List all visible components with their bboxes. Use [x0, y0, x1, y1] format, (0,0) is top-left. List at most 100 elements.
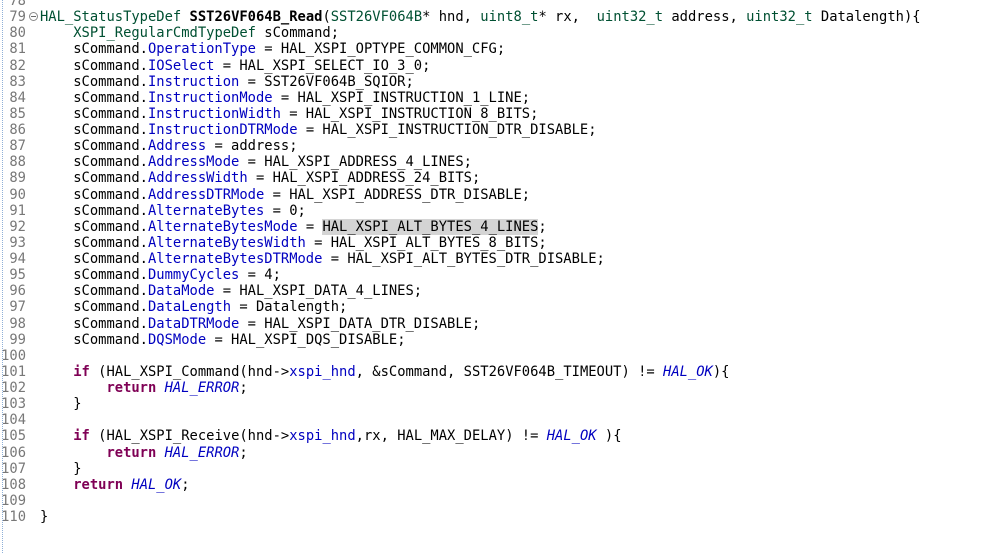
code-content: sCommand.AddressMode = HAL_XSPI_ADDRESS_…: [40, 154, 472, 170]
code-text: = HAL_XSPI_DATA_DTR_DISABLE;: [239, 315, 481, 332]
code-line[interactable]: 85 sCommand.InstructionWidth = HAL_XSPI_…: [0, 106, 999, 122]
code-text: = Datalength;: [231, 299, 348, 316]
code-line[interactable]: 106 return HAL_ERROR;: [0, 445, 999, 461]
code-text: [40, 380, 106, 396]
code-text: = SST26VF064B_SQIOR;: [239, 73, 414, 90]
field-token: InstructionDTRMode: [147, 122, 298, 138]
field-token: AlternateBytesWidth: [147, 234, 306, 251]
code-content: sCommand.IOSelect = HAL_XSPI_SELECT_IO_3…: [40, 58, 430, 74]
code-line[interactable]: 80 XSPI_RegularCmdTypeDef sCommand;: [0, 25, 999, 41]
code-line[interactable]: 86 sCommand.InstructionDTRMode = HAL_XSP…: [0, 122, 999, 138]
line-number: 101: [1, 363, 26, 380]
code-text: sCommand.: [40, 299, 148, 316]
code-line[interactable]: 98 sCommand.DataDTRMode = HAL_XSPI_DATA_…: [0, 316, 999, 332]
line-number: 110: [1, 509, 26, 525]
code-line[interactable]: 83 sCommand.Instruction = SST26VF064B_SQ…: [0, 74, 999, 90]
code-text: sCommand.: [40, 154, 148, 171]
constant-token: HAL_ERROR: [164, 444, 240, 461]
code-text: (HAL_XSPI_Command(hnd->: [89, 363, 290, 380]
code-text: sCommand.: [40, 202, 148, 219]
code-line[interactable]: 96 sCommand.DataMode = HAL_XSPI_DATA_4_L…: [0, 283, 999, 299]
code-text: = 0;: [264, 202, 306, 219]
line-number: 99: [9, 331, 26, 348]
code-line[interactable]: 78: [0, 0, 999, 9]
code-text: [181, 9, 189, 25]
type-token: SST26VF064B: [330, 9, 423, 26]
code-line[interactable]: 109: [0, 493, 999, 509]
line-number: 93: [9, 234, 26, 251]
code-line[interactable]: 88 sCommand.AddressMode = HAL_XSPI_ADDRE…: [0, 154, 999, 170]
code-text: ;: [538, 218, 547, 235]
code-content: sCommand.AddressWidth = HAL_XSPI_ADDRESS…: [40, 170, 480, 186]
code-text: [40, 25, 73, 41]
code-line[interactable]: 108 return HAL_OK;: [0, 477, 999, 493]
code-line[interactable]: 104: [0, 412, 999, 428]
code-text: * rx,: [538, 9, 597, 26]
code-text: ;: [239, 380, 248, 396]
field-token: DataLength: [147, 299, 232, 316]
line-number: 103: [1, 396, 26, 413]
code-text: sCommand.: [40, 73, 148, 90]
code-content: sCommand.DQSMode = HAL_XSPI_DQS_DISABLE;: [40, 331, 406, 348]
constant-token: HAL_OK: [663, 363, 713, 380]
code-text: = HAL_XSPI_DATA_4_LINES;: [214, 283, 423, 300]
line-number: 106: [1, 444, 26, 461]
code-line[interactable]: 82 sCommand.IOSelect = HAL_XSPI_SELECT_I…: [0, 58, 999, 74]
code-text: sCommand.: [40, 234, 148, 251]
fold-collapse-icon[interactable]: [29, 12, 38, 22]
code-line[interactable]: 110}: [0, 509, 999, 525]
line-number: 90: [9, 186, 26, 203]
code-line[interactable]: 90 sCommand.AddressDTRMode = HAL_XSPI_AD…: [0, 187, 999, 203]
code-line[interactable]: 81 sCommand.OperationType = HAL_XSPI_OPT…: [0, 41, 999, 57]
keyword-token: return: [106, 380, 157, 396]
code-text: * hnd,: [422, 9, 481, 26]
code-line[interactable]: 84 sCommand.InstructionMode = HAL_XSPI_I…: [0, 90, 999, 106]
code-text: sCommand.: [40, 283, 148, 300]
code-content: sCommand.AlternateBytesWidth = HAL_XSPI_…: [40, 234, 546, 251]
code-text: ,rx, HAL_MAX_DELAY) !=: [355, 428, 547, 445]
field-token: AddressMode: [147, 154, 240, 171]
code-line[interactable]: 102 return HAL_ERROR;: [0, 380, 999, 396]
keyword-token: return: [106, 444, 157, 461]
code-text: = HAL_XSPI_INSTRUCTION_1_LINE;: [272, 89, 531, 106]
line-number: 79: [9, 9, 26, 26]
field-token: AddressDTRMode: [147, 186, 265, 203]
code-line[interactable]: 92 sCommand.AlternateBytesMode = HAL_XSP…: [0, 218, 999, 235]
code-content: sCommand.Address = address;: [40, 138, 297, 154]
code-text: [156, 445, 164, 461]
code-line[interactable]: 91 sCommand.AlternateBytes = 0;: [0, 203, 999, 219]
code-text: [40, 445, 106, 461]
line-number: 78: [9, 0, 26, 9]
code-line[interactable]: 101 if (HAL_XSPI_Command(hnd->xspi_hnd, …: [0, 364, 999, 380]
code-line[interactable]: 95 sCommand.DummyCycles = 4;: [0, 267, 999, 283]
code-content: if (HAL_XSPI_Receive(hnd->xspi_hnd,rx, H…: [40, 428, 621, 445]
code-line[interactable]: 89 sCommand.AddressWidth = HAL_XSPI_ADDR…: [0, 170, 999, 186]
field-token: AlternateBytesMode: [147, 218, 298, 235]
code-text: [40, 428, 73, 444]
line-number: 100: [1, 347, 26, 364]
code-line[interactable]: 97 sCommand.DataLength = Datalength;: [0, 299, 999, 315]
line-number: 89: [9, 170, 26, 187]
code-line[interactable]: 93 sCommand.AlternateBytesWidth = HAL_XS…: [0, 235, 999, 251]
code-content: return HAL_ERROR;: [40, 444, 247, 461]
code-content: sCommand.DataLength = Datalength;: [40, 299, 347, 315]
code-text: = HAL_XSPI_INSTRUCTION_8_BITS;: [280, 105, 539, 122]
code-text: sCommand.: [40, 170, 148, 187]
code-line[interactable]: 105 if (HAL_XSPI_Receive(hnd->xspi_hnd,r…: [0, 428, 999, 444]
code-line[interactable]: 103 }: [0, 396, 999, 412]
code-text: Datalength){: [812, 9, 921, 26]
type-token: uint32_t: [596, 9, 664, 26]
line-number: 91: [9, 202, 26, 219]
code-text: sCommand;: [255, 25, 340, 42]
code-line[interactable]: 94 sCommand.AlternateBytesDTRMode = HAL_…: [0, 251, 999, 267]
code-text: = HAL_XSPI_DQS_DISABLE;: [206, 331, 406, 348]
code-line[interactable]: 87 sCommand.Address = address;: [0, 138, 999, 154]
code-content: XSPI_RegularCmdTypeDef sCommand;: [40, 25, 339, 41]
code-line[interactable]: 100: [0, 348, 999, 364]
code-line[interactable]: 107 }: [0, 461, 999, 477]
code-text: (: [322, 9, 331, 26]
keyword-token: return: [73, 476, 124, 493]
code-line[interactable]: 99 sCommand.DQSMode = HAL_XSPI_DQS_DISAB…: [0, 332, 999, 348]
